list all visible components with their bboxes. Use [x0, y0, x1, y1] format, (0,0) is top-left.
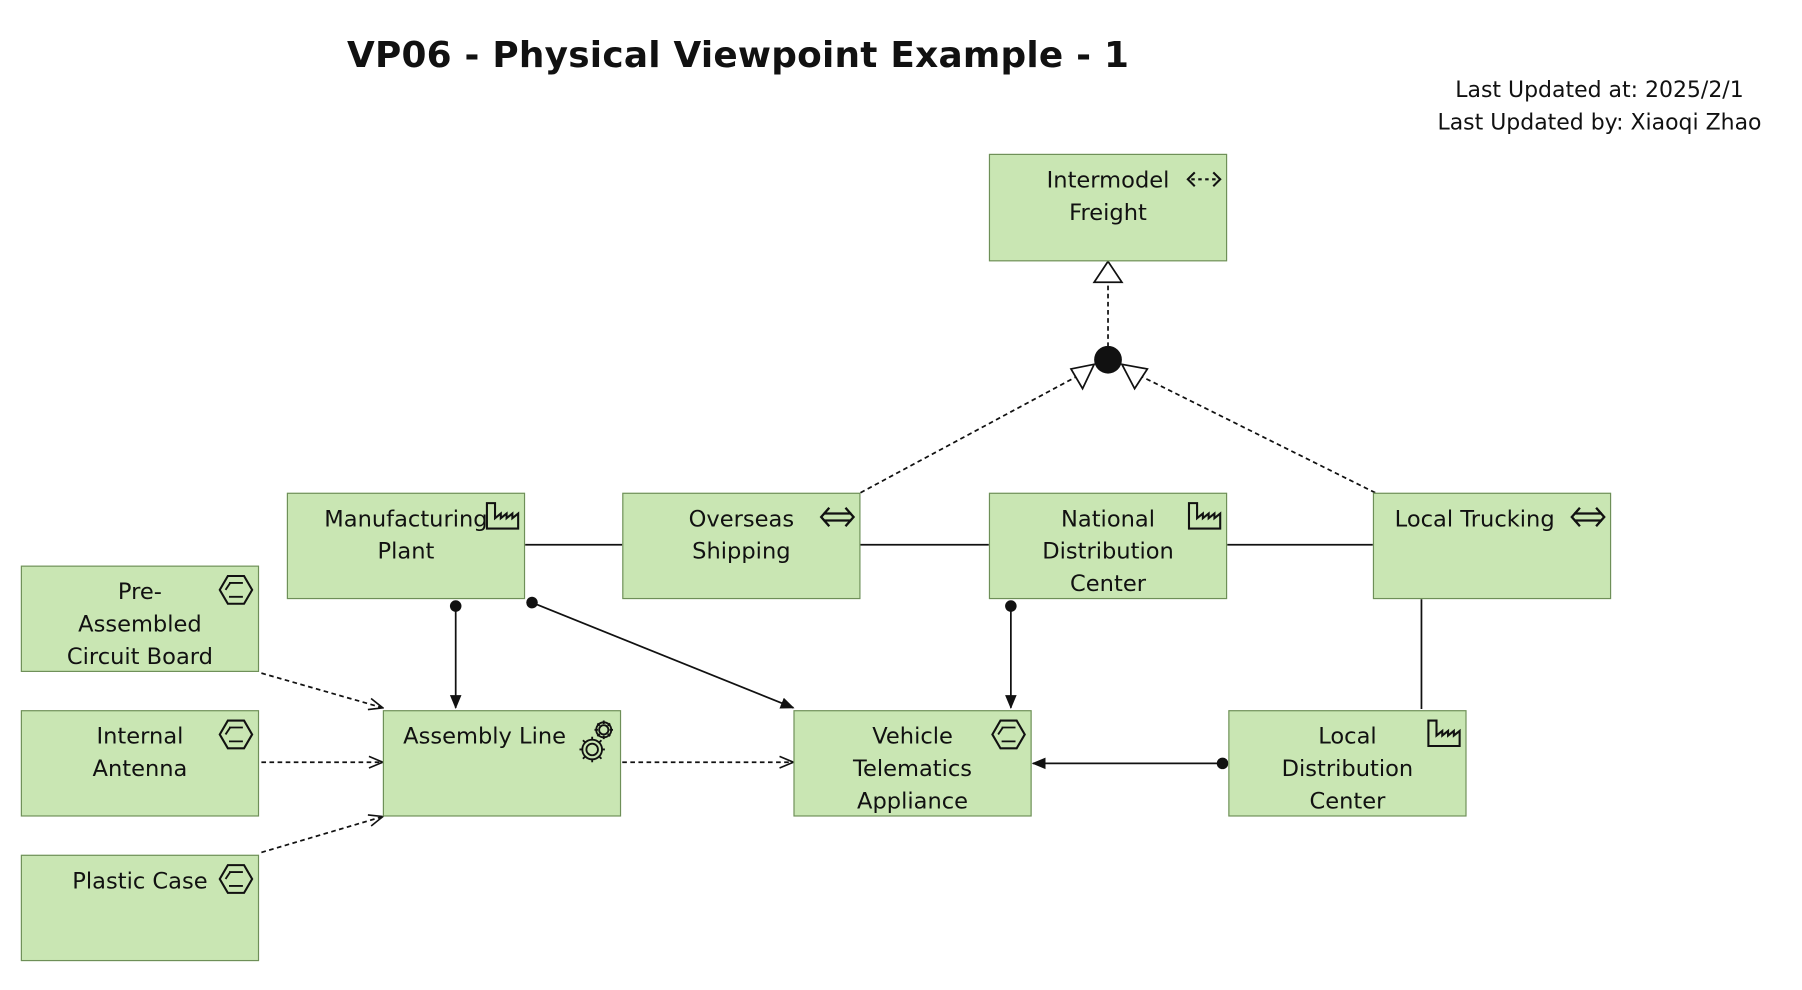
node-label: Local Trucking — [1394, 505, 1555, 533]
last-updated-at: Last Updated at: 2025/2/1 — [1455, 77, 1744, 103]
node-label: Plastic Case — [72, 867, 208, 895]
diagram-title: VP06 - Physical Viewpoint Example - 1 — [346, 34, 1130, 77]
node-label: Internal Antenna — [92, 722, 188, 782]
realization-arrowhead-right — [1120, 363, 1149, 391]
material-icon — [216, 573, 255, 608]
node-label: Intermodel Freight — [1046, 166, 1170, 226]
node-label: Assembly Line — [403, 722, 567, 750]
node-plastic-case[interactable]: Plastic Case — [20, 854, 260, 962]
junction-dot — [1094, 345, 1122, 374]
node-intermodel-freight[interactable]: Intermodel Freight — [988, 153, 1228, 262]
path-icon — [1184, 162, 1223, 197]
update-info: Last Updated at: 2025/2/1 Last Updated b… — [1437, 74, 1761, 139]
node-label: Vehicle Telematics Appliance — [853, 722, 973, 815]
node-national-distribution-center[interactable]: National Distribution Center — [988, 492, 1228, 600]
node-label: Local Distribution Center — [1281, 722, 1414, 815]
node-label: Overseas Shipping — [688, 505, 795, 565]
node-internal-antenna[interactable]: Internal Antenna — [20, 710, 260, 817]
material-icon — [216, 717, 255, 752]
equipment-icon — [576, 715, 618, 771]
material-icon — [989, 717, 1028, 752]
dashed-circuitboard-to-assembly — [261, 672, 382, 708]
distribution-network-icon — [1568, 500, 1607, 535]
facility-icon — [1424, 716, 1463, 751]
facility-icon — [482, 498, 521, 533]
distribution-network-icon — [818, 500, 857, 535]
node-manufacturing-plant[interactable]: Manufacturing Plant — [286, 492, 526, 600]
material-icon — [216, 862, 255, 897]
dashed-case-to-assembly — [261, 817, 382, 854]
realization-trucking-to-junction — [1142, 376, 1376, 494]
realization-arrowhead-left — [1069, 363, 1096, 391]
realization-arrowhead — [1092, 259, 1124, 284]
node-label: Manufacturing Plant — [324, 505, 488, 565]
realization-shipping-to-junction — [860, 376, 1077, 494]
node-label: Pre- Assembled Circuit Board — [66, 578, 213, 670]
node-label: National Distribution Center — [1042, 505, 1174, 597]
node-assembly-line[interactable]: Assembly Line — [382, 710, 622, 817]
flow-plant-to-telematics — [526, 596, 795, 709]
node-pre-assembled-circuit-board[interactable]: Pre- Assembled Circuit Board — [20, 565, 260, 672]
node-vehicle-telematics-appliance[interactable]: Vehicle Telematics Appliance — [793, 710, 1032, 817]
node-local-trucking[interactable]: Local Trucking — [1372, 492, 1612, 600]
facility-icon — [1184, 498, 1223, 533]
last-updated-by: Last Updated by: Xiaoqi Zhao — [1437, 109, 1762, 136]
node-overseas-shipping[interactable]: Overseas Shipping — [622, 492, 861, 600]
node-local-distribution-center[interactable]: Local Distribution Center — [1228, 710, 1467, 817]
